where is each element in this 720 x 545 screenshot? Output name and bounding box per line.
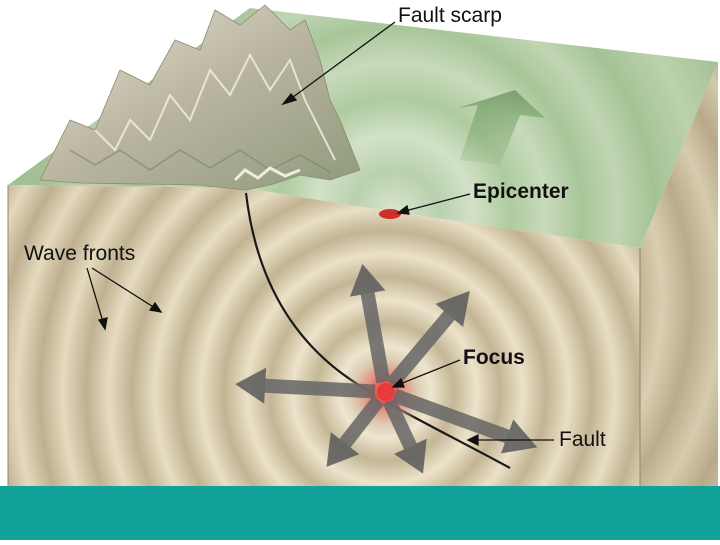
label-fault-scarp: Fault scarp xyxy=(398,4,502,27)
seismic-arrows xyxy=(235,263,538,474)
block-front-face xyxy=(8,185,640,486)
label-wave-fronts: Wave fronts xyxy=(24,242,136,265)
label-epicenter: Epicenter xyxy=(473,180,569,203)
arrow-icon xyxy=(458,90,545,165)
leader-lines xyxy=(86,21,554,447)
block-side-face xyxy=(640,62,718,486)
label-focus: Focus xyxy=(463,346,525,369)
footer-bar xyxy=(0,486,720,540)
epicenter-point xyxy=(379,209,401,219)
label-fault: Fault xyxy=(559,428,606,451)
fault-line xyxy=(244,192,511,469)
